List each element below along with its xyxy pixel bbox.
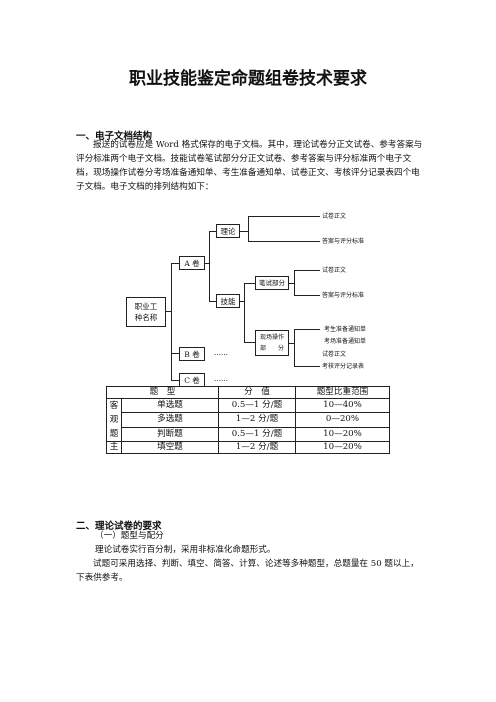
header-score: 分 值 xyxy=(218,386,296,399)
field-line-1: 现场操作 xyxy=(259,334,284,341)
theory-main-label: 试卷正文 xyxy=(322,213,347,220)
table-row: 主 填空题 1—2 分/题 10—20% xyxy=(106,441,390,454)
row-range: 10—40% xyxy=(295,397,390,414)
theory-box: 理论 xyxy=(216,224,240,238)
row-type: 单选题 xyxy=(121,397,219,414)
section-2-para-2: 试题可采用选择、判断、填空、简答、计算、论述等多种题型，总题量在 50 题以上，… xyxy=(76,559,419,583)
root-line-2: 种名称 xyxy=(134,313,158,322)
table-row: 判断题 0.5—1 分/题 10—20% xyxy=(107,426,390,443)
row-type: 多选题 xyxy=(121,412,219,428)
root-box: 职业工种名称 xyxy=(126,297,166,327)
header-range: 题型比重范围 xyxy=(295,386,390,399)
written-box: 笔试部分 xyxy=(255,276,289,290)
b-ellipsis: …… xyxy=(214,349,228,357)
objective-group-cell: 客 观 题 xyxy=(106,398,122,442)
section-2-subheading: （一）题型与配分 xyxy=(95,531,164,541)
row-score: 1—2 分/题 xyxy=(218,412,296,428)
row-score: 1—2 分/题 xyxy=(218,441,296,454)
root-line-1: 职业工 xyxy=(134,302,158,311)
field-item-2: 考场准备通知单 xyxy=(324,338,367,345)
written-main-label: 试卷正文 xyxy=(322,267,347,274)
paper-c-box: C 卷 xyxy=(179,373,205,387)
group-char-2: 观 xyxy=(109,415,119,425)
group-char-1: 客 xyxy=(109,401,119,411)
row-type: 填空题 xyxy=(121,441,219,454)
group-char-3: 题 xyxy=(109,429,119,439)
written-answer-label: 答案与评分标准 xyxy=(322,292,365,299)
field-item-1: 考生准备通知单 xyxy=(324,326,367,333)
header-type: 题 型 xyxy=(106,386,219,399)
row-type: 判断题 xyxy=(121,426,219,443)
field-item-4: 考核评分记录表 xyxy=(322,363,365,370)
skill-box: 技能 xyxy=(216,294,240,308)
theory-answer-label: 答案与评分标准 xyxy=(322,238,365,245)
row-range: 0—20% xyxy=(295,412,390,428)
field-box: 现场操作部 分 xyxy=(255,330,289,356)
table-header-row: 题 型 分 值 题型比重范围 xyxy=(106,386,390,399)
table-row: 多选题 1—2 分/题 0—20% xyxy=(107,412,390,428)
table-row: 客 观 题 单选题 0.5—1 分/题 10—40% xyxy=(106,397,390,442)
row-range: 10—20% xyxy=(295,441,390,454)
section-2-heading: 二、理论试卷的要求 xyxy=(76,521,162,532)
section-1-heading: 一、电子文档结构 xyxy=(76,131,153,142)
paper-a-box: A 卷 xyxy=(179,256,205,270)
question-type-table: 题 型 分 值 题型比重范围 客 观 题 单选题 0.5—1 分/题 10—40… xyxy=(106,386,390,454)
field-line-2: 部 分 xyxy=(259,345,284,352)
subjective-group-cell: 主 xyxy=(106,441,122,454)
row-score: 0.5—1 分/题 xyxy=(218,426,296,443)
c-ellipsis: …… xyxy=(214,375,228,383)
section-2-para-1: 理论试卷实行百分制，采用非标准化命题形式。 xyxy=(95,545,276,555)
field-item-3: 试卷正文 xyxy=(322,351,347,358)
section-1-paragraph: 报送的试卷应是 Word 格式保存的电子文档。其中，理论试卷分正文试卷、参考答案… xyxy=(76,140,423,192)
paper-b-box: B 卷 xyxy=(179,347,205,361)
document-title: 职业技能鉴定命题组卷技术要求 xyxy=(129,69,367,89)
row-score: 0.5—1 分/题 xyxy=(218,397,296,414)
row-range: 10—20% xyxy=(295,426,390,443)
